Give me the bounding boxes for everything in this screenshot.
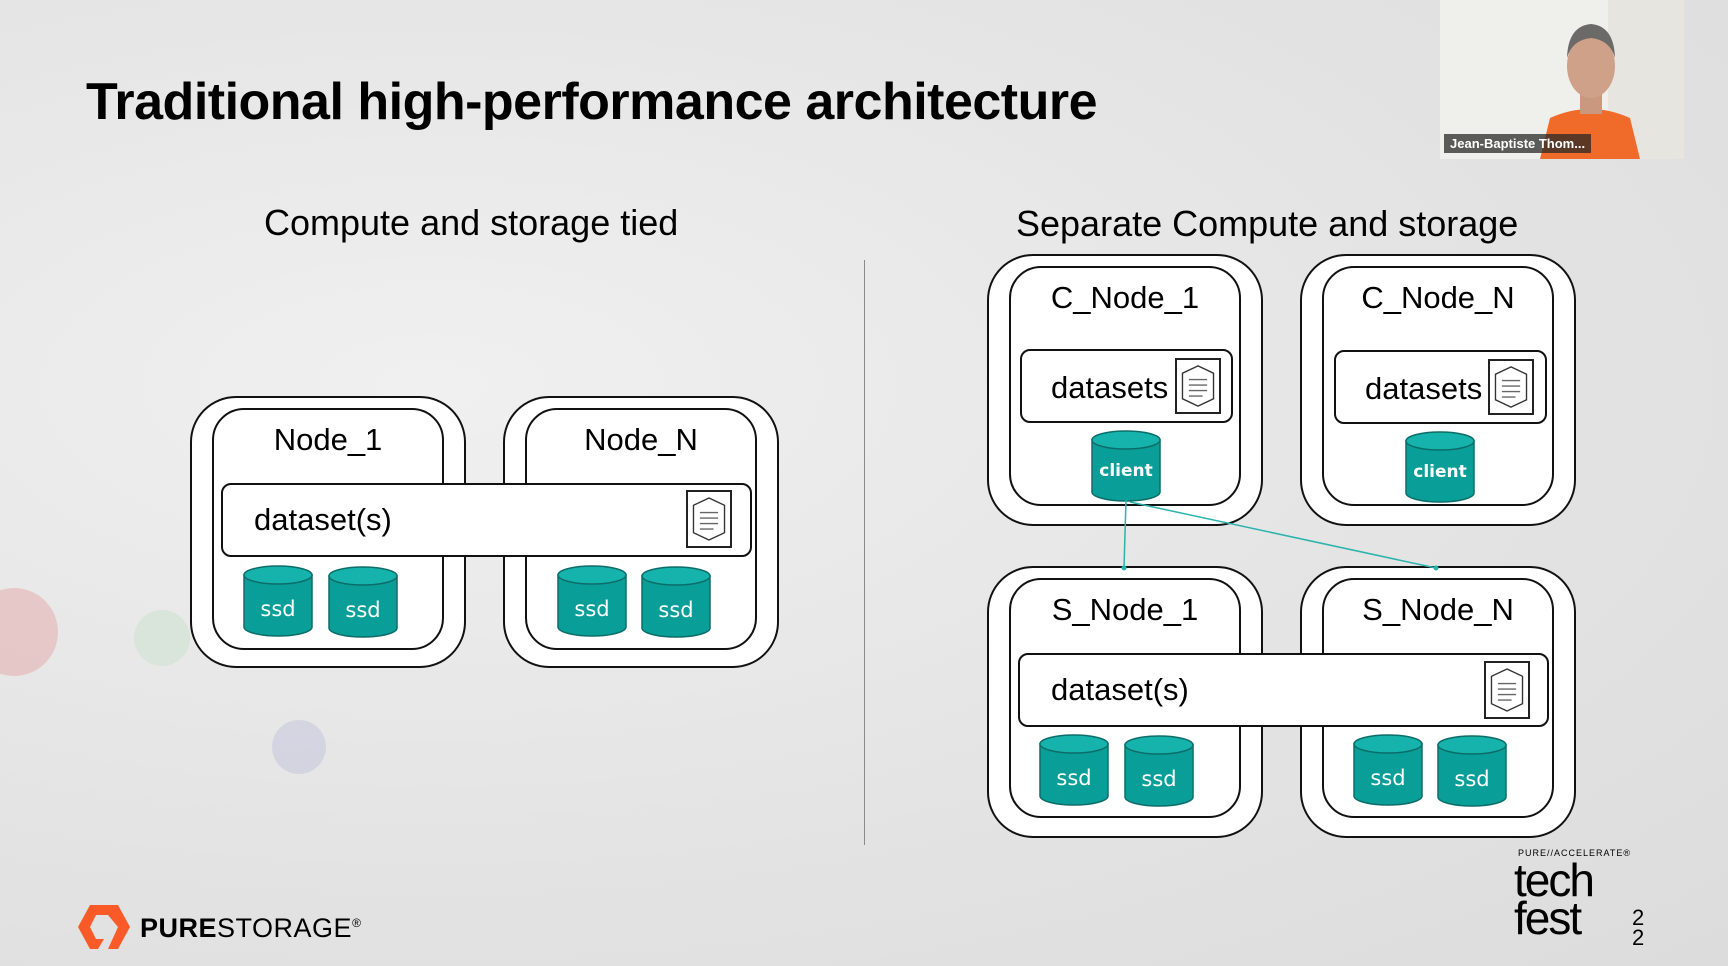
section-divider <box>864 260 865 845</box>
decorative-blob-red <box>0 588 58 676</box>
decorative-blob-purple <box>272 720 326 774</box>
right-heading: Separate Compute and storage <box>1016 203 1519 244</box>
left-heading: Compute and storage tied <box>264 202 679 243</box>
dataset-bar-label: dataset(s) <box>254 502 392 537</box>
ssd-drive: ssd <box>640 566 712 638</box>
ssd-drive: ssd <box>556 565 628 637</box>
s-node-n-label: S_Node_N <box>1362 592 1514 627</box>
pure-brand-bold: PURE <box>140 913 218 943</box>
storage-dataset-bar-label: dataset(s) <box>1051 672 1189 707</box>
storage-dataset-bar <box>1018 653 1549 727</box>
c-node-n-label: C_Node_N <box>1361 280 1515 315</box>
pure-brand-regular: STORAGE <box>217 913 353 943</box>
presenter-video <box>1440 0 1684 159</box>
node-n-label: Node_N <box>584 422 698 457</box>
dataset-bar <box>221 483 752 557</box>
techfest-logo: PURE//ACCELERATE® tech fest 2 2 <box>1514 848 1654 950</box>
webcam-video: Jean-Baptiste Thom... <box>1440 0 1684 159</box>
document-icon <box>1175 358 1221 414</box>
decorative-blob-green <box>134 610 190 666</box>
c-node-1-datasets-label: datasets <box>1051 370 1169 405</box>
techfest-line1: tech <box>1514 854 1595 906</box>
c-node-n-datasets-label: datasets <box>1365 371 1483 406</box>
pure-storage-icon <box>78 905 130 949</box>
ssd-drive: ssd <box>1123 735 1195 807</box>
client-drive: client <box>1090 430 1162 502</box>
techfest-year-top: 2 <box>1632 905 1645 930</box>
c-node-1-label: C_Node_1 <box>1050 280 1200 315</box>
document-icon <box>1484 661 1530 719</box>
techfest-event-name: PURE//ACCELERATE® <box>1518 848 1631 858</box>
slide-title: Traditional high-performance architectur… <box>86 73 1098 131</box>
node-1-label: Node_1 <box>273 422 383 457</box>
pure-storage-logo: PURESTORAGE® <box>78 903 362 953</box>
s-node-1-label: S_Node_1 <box>1051 592 1199 627</box>
pure-reg-mark: ® <box>352 916 362 930</box>
client-drive: client <box>1404 431 1476 503</box>
ssd-drive: ssd <box>327 566 399 638</box>
ssd-drive: ssd <box>1038 734 1110 806</box>
ssd-drive: ssd <box>1352 734 1424 806</box>
document-icon <box>1488 359 1534 415</box>
document-icon <box>686 490 732 548</box>
ssd-drive: ssd <box>1436 735 1508 807</box>
webcam-name-label: Jean-Baptiste Thom... <box>1444 134 1592 153</box>
techfest-year-bottom: 2 <box>1632 925 1645 950</box>
techfest-line2: fest <box>1514 892 1582 944</box>
ssd-drive: ssd <box>242 565 314 637</box>
